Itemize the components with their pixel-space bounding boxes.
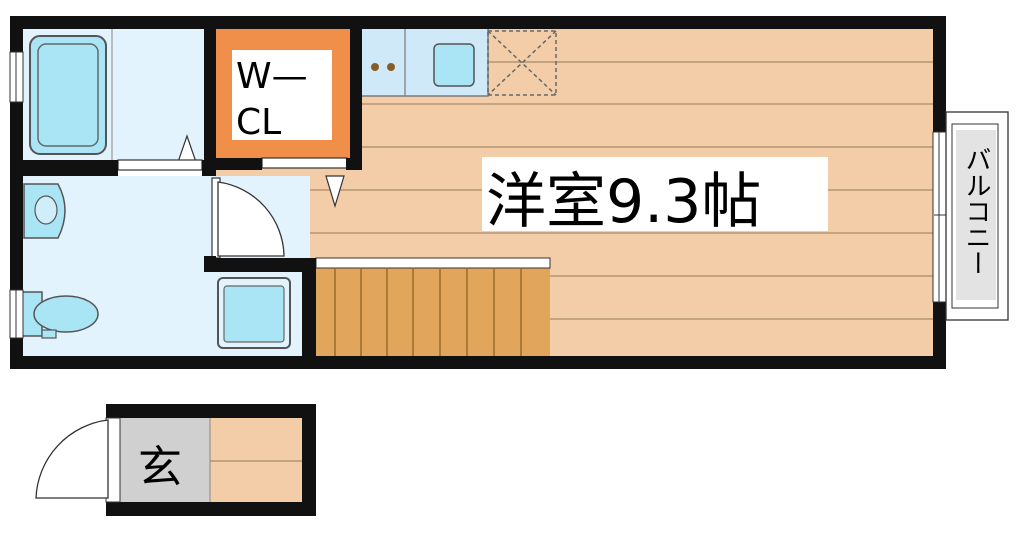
western-room-label-bg (482, 157, 828, 231)
kitchen-sink-icon (433, 43, 475, 87)
windows (9, 51, 24, 339)
stairs (316, 268, 550, 356)
walls (10, 16, 946, 369)
closet-door-arrow-icon (325, 175, 345, 209)
entrance: 玄 (35, 404, 316, 516)
fridge-space-icon (487, 30, 557, 96)
entrance-label: 玄 (138, 442, 182, 493)
walk-in-closet-label-line1: W— (236, 56, 308, 97)
closet-door-opening (262, 158, 347, 168)
balcony-label: バルコニー (961, 146, 991, 276)
entrance-door-swing-icon (35, 419, 109, 499)
stair-steps (334, 268, 522, 356)
stove-burner-icon (371, 63, 379, 71)
western-room-label: 洋室9.3帖 (486, 167, 761, 237)
walk-in-closet-label-line2: CL (236, 102, 281, 143)
walk-in-closet-label-bg (232, 50, 332, 140)
toilet-bowl-icon (33, 295, 99, 333)
stove-burner-icon (387, 63, 395, 71)
door-swing-icon (217, 181, 285, 257)
bathtub-inner (37, 43, 99, 147)
